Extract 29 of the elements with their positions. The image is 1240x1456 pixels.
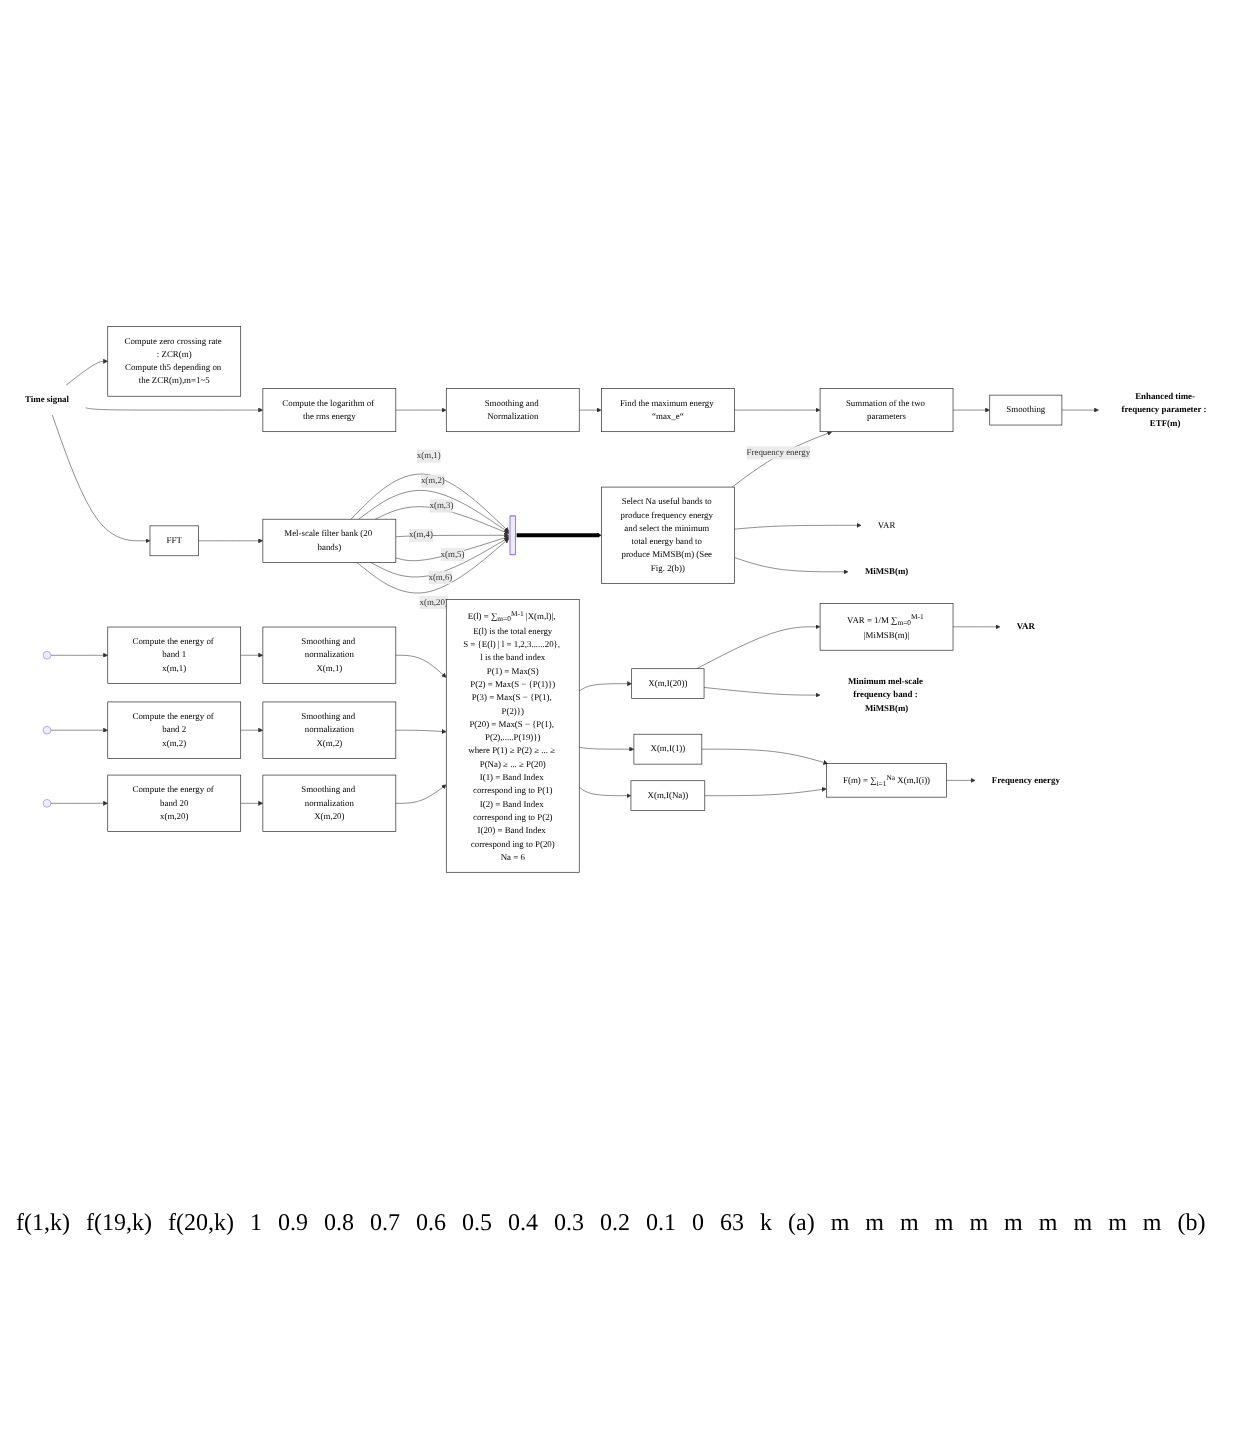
- diagram-label: f(1,k): [16, 1208, 70, 1238]
- diagram-label: 0.9: [278, 1208, 308, 1238]
- arrow: [516, 533, 602, 539]
- diagram-label: m: [969, 1208, 989, 1238]
- diagram-label: m: [1038, 1208, 1058, 1238]
- diagram-label: (b): [1177, 1208, 1206, 1238]
- diagram-label: 0.4: [508, 1208, 538, 1238]
- diagram-label: 0.6: [416, 1208, 446, 1238]
- diagram-label: 0.7: [370, 1208, 400, 1238]
- diagram-label: m: [1073, 1208, 1093, 1238]
- diagram-label: 0.1: [646, 1208, 676, 1238]
- diagram-label: m: [865, 1208, 885, 1238]
- diagram-label: 0: [692, 1208, 704, 1238]
- diagram-label: m: [1108, 1208, 1127, 1238]
- diagram-label: 0.2: [600, 1208, 630, 1238]
- diagram-label: 1: [250, 1208, 262, 1238]
- diagram-label: 0.5: [462, 1208, 492, 1238]
- diagram-label: (a): [788, 1208, 815, 1238]
- diagram-label: m: [1004, 1208, 1023, 1238]
- diagram-label: m: [830, 1208, 850, 1238]
- diagram-label: m: [1142, 1208, 1162, 1238]
- diagram-label: m: [900, 1208, 919, 1238]
- diagram-label: m: [934, 1208, 954, 1238]
- diagram-label: 0.8: [324, 1208, 354, 1238]
- diagram-label: f(19,k): [86, 1208, 152, 1238]
- diagram-label: 0.3: [554, 1208, 584, 1238]
- diagram-label: f(20,k): [168, 1208, 234, 1238]
- diagram-label: 63: [720, 1208, 744, 1238]
- diagram-label: k: [760, 1208, 772, 1238]
